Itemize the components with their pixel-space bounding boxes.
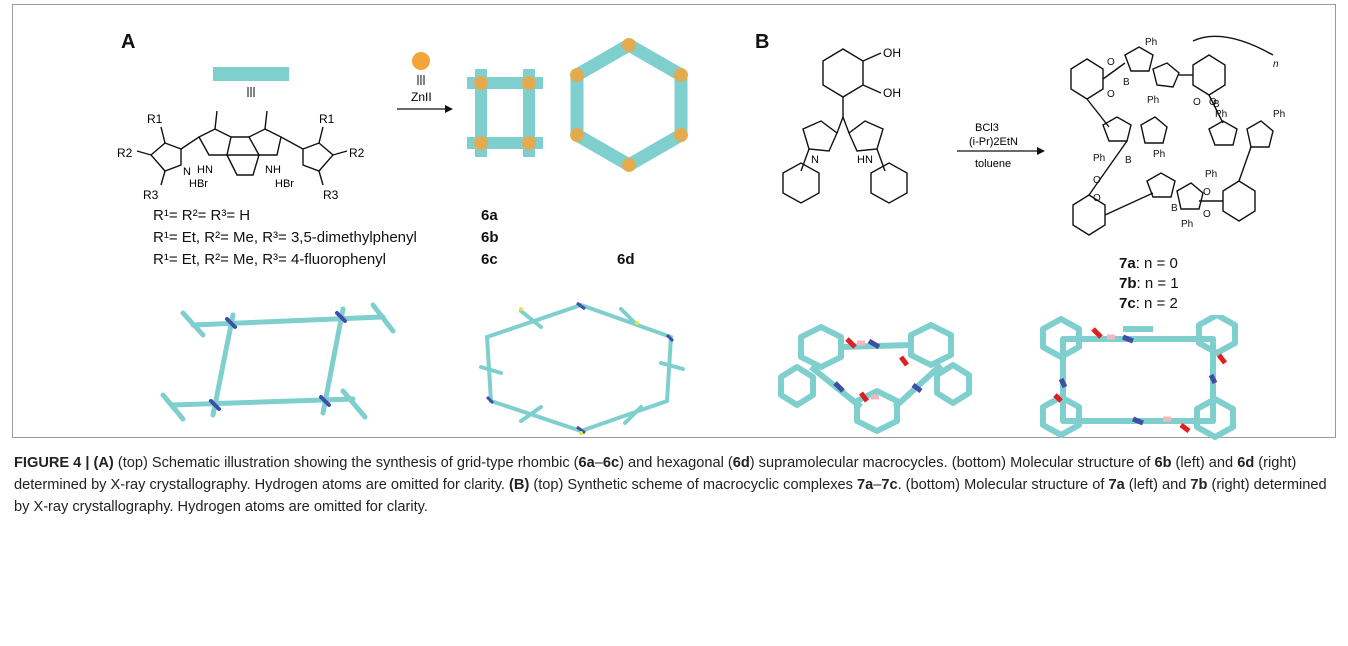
label-r3-left: R3 xyxy=(143,188,159,202)
label-o-7: O xyxy=(1203,187,1211,198)
substituent-row-6c: R¹= Et, R²= Me, R³= 4-fluorophenyl xyxy=(153,251,387,268)
label-hbr-2: HBr xyxy=(275,178,294,190)
square-grid-icon xyxy=(467,69,543,157)
label-o-3: O xyxy=(1193,97,1201,108)
compound-7a-row: 7a: n = 0 xyxy=(1119,255,1178,272)
label-o-5: O xyxy=(1093,175,1101,186)
label-o-1: O xyxy=(1107,57,1115,68)
label-ph-4: Ph xyxy=(1153,149,1165,160)
reagent-bcl3: BCl3 xyxy=(975,122,999,134)
compound-7b-row: 7b: n = 1 xyxy=(1119,275,1179,292)
compound-6b: 6b xyxy=(481,229,499,246)
label-hn-1: HN xyxy=(197,164,213,176)
compound-6d: 6d xyxy=(617,251,635,268)
compound-7c-row: 7c: n = 2 xyxy=(1119,295,1178,312)
reagent-base: (i-Pr)2EtN xyxy=(969,136,1018,148)
label-b-1: B xyxy=(1123,77,1130,88)
label-ph-5: Ph xyxy=(1215,109,1227,120)
label-hbr-1: HBr xyxy=(189,178,208,190)
label-ph-3: Ph xyxy=(1093,153,1105,164)
crystal-structure-6b xyxy=(160,302,396,422)
reagent-zn: ZnII xyxy=(411,90,432,104)
label-ph-2: Ph xyxy=(1147,95,1159,106)
ligand-structure xyxy=(136,110,348,186)
reagent-solvent: toluene xyxy=(975,158,1011,170)
label-o-8: O xyxy=(1203,209,1211,220)
label-ph-1: Ph xyxy=(1145,37,1157,48)
label-b-4: B xyxy=(1171,203,1178,214)
label-oh-1: OH xyxy=(883,46,901,60)
label-o-6: O xyxy=(1093,193,1101,204)
label-ph-6: Ph xyxy=(1273,109,1285,120)
label-b-2: B xyxy=(1213,99,1220,110)
label-n-sub: n xyxy=(1273,59,1279,70)
label-r2-right: R2 xyxy=(349,146,365,160)
label-r3-right: R3 xyxy=(323,188,339,202)
label-nh-2: NH xyxy=(265,164,281,176)
panel-a-scheme: R1 R2 R3 N HN HBr NH HBr R1 R2 R3 ZnII xyxy=(117,38,688,202)
label-hn-b: HN xyxy=(857,154,873,166)
label-o-2: O xyxy=(1107,89,1115,100)
substituent-row-6b: R¹= Et, R²= Me, R³= 3,5-dimethylphenyl xyxy=(153,229,417,246)
compound-6c: 6c xyxy=(481,251,498,268)
panel-b-scheme: OH OH N HN BCl3 (i-Pr)2EtN toluene xyxy=(782,35,1285,236)
label-ph-8: Ph xyxy=(1181,219,1193,230)
figure-caption: FIGURE 4 | (A) (top) Schematic illustrat… xyxy=(14,455,1327,515)
panel-b-label: B xyxy=(755,31,770,53)
crystal-structure-7a xyxy=(778,322,972,434)
label-r1-left: R1 xyxy=(147,112,163,126)
crystal-structure-6d xyxy=(479,301,685,435)
label-ph-7: Ph xyxy=(1205,169,1217,180)
label-r2-left: R2 xyxy=(117,146,133,160)
label-n-b: N xyxy=(811,154,819,166)
zinc-ion-icon xyxy=(412,52,430,70)
substituent-row-6a: R¹= R²= R³= H xyxy=(153,207,251,224)
label-b-3: B xyxy=(1125,155,1132,166)
compound-6a: 6a xyxy=(481,207,498,224)
hexagon-icon xyxy=(570,38,688,172)
label-r1-right: R1 xyxy=(319,112,335,126)
panel-a-label: A xyxy=(121,31,136,53)
figure-frame: A R1 R2 R3 xyxy=(12,4,1336,440)
label-n-left: N xyxy=(183,166,191,178)
crystal-structure-7b xyxy=(1040,315,1238,440)
label-o-4: O xyxy=(1209,97,1217,108)
rod-ligand-icon xyxy=(213,67,289,81)
label-oh-2: OH xyxy=(883,86,901,100)
